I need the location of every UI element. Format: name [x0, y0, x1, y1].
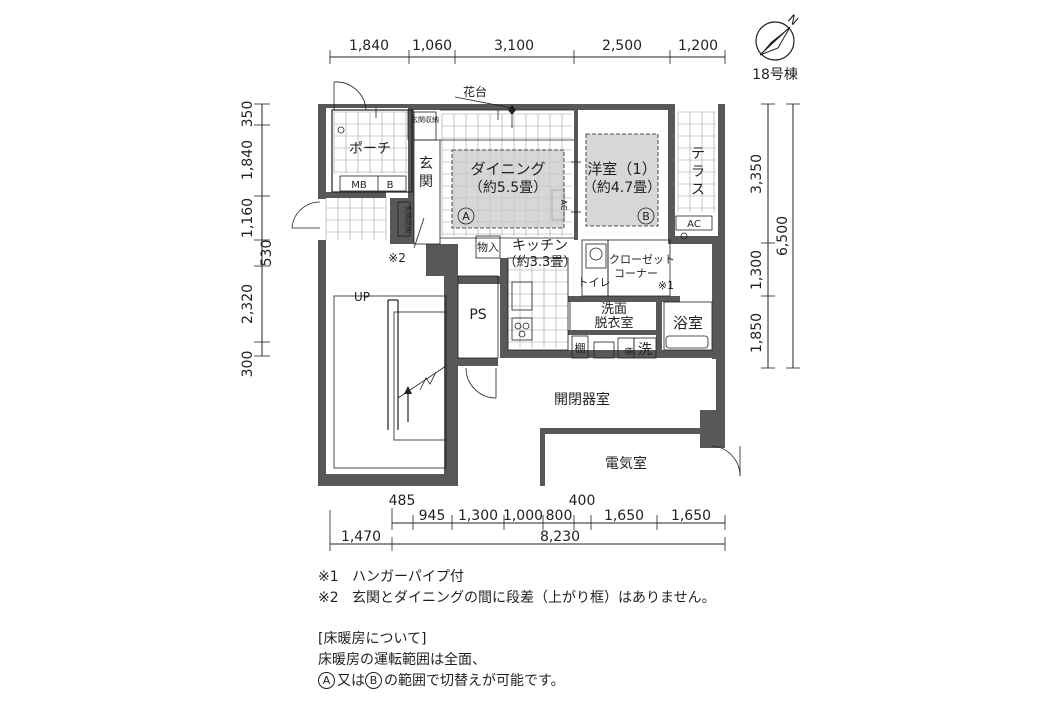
label-closet-2: コーナー — [614, 267, 658, 280]
label-kitchen-name: キッチン — [512, 238, 568, 254]
dim-left-6: 300 — [240, 351, 256, 378]
label-washroom-1: 洗面 — [601, 302, 627, 317]
dim-top-5: 1,200 — [678, 38, 718, 54]
dim-right-2: 1,300 — [749, 250, 765, 290]
label-flower: 花台 — [463, 84, 487, 99]
dim-right-3: 1,850 — [749, 313, 765, 353]
label-kaiheiki: 開閉器室 — [554, 391, 610, 408]
label-washroom-2: 脱衣室 — [594, 315, 633, 331]
label-closet-1: クローゼット — [609, 253, 675, 266]
label-genkan-1: 玄 — [419, 155, 433, 172]
note-1: ※1 ハンガーパイプ付 — [318, 567, 918, 588]
top-dimensions: 1,840 1,060 3,100 2,500 1,200 — [329, 38, 726, 64]
dim-bottom-upper-1: 485 — [389, 493, 416, 509]
label-ac-terrace: AC — [687, 219, 701, 230]
note-1-text: ハンガーパイプ付 — [352, 569, 464, 585]
label-western-size: （約4.7畳） — [583, 180, 661, 196]
marker-a: A — [462, 210, 470, 223]
label-terrace-3: ス — [691, 182, 705, 198]
label-porch: ポーチ — [349, 141, 391, 157]
label-toilet: トイレ — [578, 276, 611, 289]
label-wash: 洗 — [638, 342, 652, 358]
zone-a — [452, 150, 564, 228]
label-mb: MB — [351, 180, 367, 191]
dim-bottom-mid-3: 1,000 — [503, 508, 543, 524]
note-2-mark: ※2 — [318, 590, 339, 606]
label-dining-size: （約5.5畳） — [469, 180, 547, 196]
dim-top-4: 2,500 — [602, 38, 642, 54]
dim-bottom-mid-2: 1,300 — [458, 508, 498, 524]
dim-top-2: 1,060 — [412, 38, 452, 54]
dim-left-5: 2,320 — [240, 284, 256, 324]
dim-left-4: 530 — [259, 240, 275, 267]
label-dining-name: ダイニング — [470, 160, 545, 178]
notes: ※1 ハンガーパイプ付 ※2 玄関とダイニングの間に段差（上がり框）はありません… — [318, 567, 918, 692]
compass-letter: N — [785, 12, 801, 28]
dim-top-1: 1,840 — [349, 38, 389, 54]
label-genkan-2: 関 — [419, 174, 433, 190]
label-note-mark-2: ※2 — [388, 251, 406, 265]
dim-left-3: 1,160 — [240, 198, 256, 238]
label-ac-dining: AC — [559, 200, 568, 211]
label-wash-shelf: 棚 — [624, 347, 634, 355]
bottom-dimensions: 485 400 945 1,300 1,000 800 1,650 1,650 … — [329, 493, 726, 551]
label-b: B — [387, 180, 394, 191]
heating-line-1: 床暖房の運転範囲は全面、 — [318, 652, 486, 668]
heating-end: の範囲で切替えが可能です。 — [384, 673, 565, 689]
dim-left-2: 1,840 — [240, 140, 256, 180]
label-genkan-storage-2: 玄関収納 — [404, 205, 413, 233]
label-shelf: 棚 — [575, 341, 586, 355]
dim-bottom-low-2: 8,230 — [540, 529, 580, 545]
room-labels: 花台 ポーチ MB B 玄 関 玄関収納 玄関収納 ダイニング （約5.5畳） … — [349, 84, 705, 472]
dim-right-total: 6,500 — [775, 216, 791, 256]
compass: N 18号棟 — [752, 12, 801, 83]
label-ps: PS — [469, 307, 486, 323]
dim-right-1: 3,350 — [749, 154, 765, 194]
dim-bottom-mid-6: 1,650 — [671, 508, 711, 524]
note-2: ※2 玄関とダイニングの間に段差（上がり框）はありません。 — [318, 588, 918, 609]
compass-ring — [755, 21, 795, 61]
right-dimensions: 3,350 1,300 1,850 6,500 — [749, 103, 800, 369]
dim-bottom-low-1: 1,470 — [341, 529, 381, 545]
label-genkan-storage-1: 玄関収納 — [411, 115, 439, 124]
label-western-name: 洋室（1） — [587, 160, 657, 178]
label-up: UP — [354, 290, 370, 304]
dim-bottom-mid-5: 1,650 — [604, 508, 644, 524]
zone-b — [586, 134, 658, 226]
label-kitchen-size: （約3.3畳） — [504, 255, 577, 270]
label-note-mark-1: ※1 — [658, 279, 674, 292]
heating-zones — [451, 133, 659, 229]
heating-mid: 又は — [337, 673, 365, 689]
heating-title: [床暖房について] — [318, 631, 427, 647]
heating-marker-a: A — [318, 672, 335, 689]
heating-marker-b: B — [365, 672, 382, 689]
dim-left-1: 350 — [240, 101, 256, 128]
building-label: 18号棟 — [752, 67, 798, 83]
dim-bottom-mid-4: 800 — [546, 508, 573, 524]
walls — [318, 104, 725, 486]
label-terrace-1: テ — [691, 146, 705, 162]
interior-lines — [291, 81, 741, 477]
label-bath: 浴室 — [673, 314, 703, 332]
marker-b: B — [642, 210, 650, 223]
note-2-text: 玄関とダイニングの間に段差（上がり框）はありません。 — [352, 590, 716, 606]
label-terrace-2: ラ — [691, 164, 705, 180]
dim-top-3: 3,100 — [494, 38, 534, 54]
dim-bottom-mid-1: 945 — [419, 508, 446, 524]
label-monoire: 物入 — [477, 240, 499, 254]
label-denki: 電気室 — [605, 455, 647, 472]
left-dimensions: 350 1,840 1,160 530 2,320 300 — [240, 101, 275, 378]
note-1-mark: ※1 — [318, 569, 339, 585]
dim-bottom-upper-2: 400 — [569, 493, 596, 509]
